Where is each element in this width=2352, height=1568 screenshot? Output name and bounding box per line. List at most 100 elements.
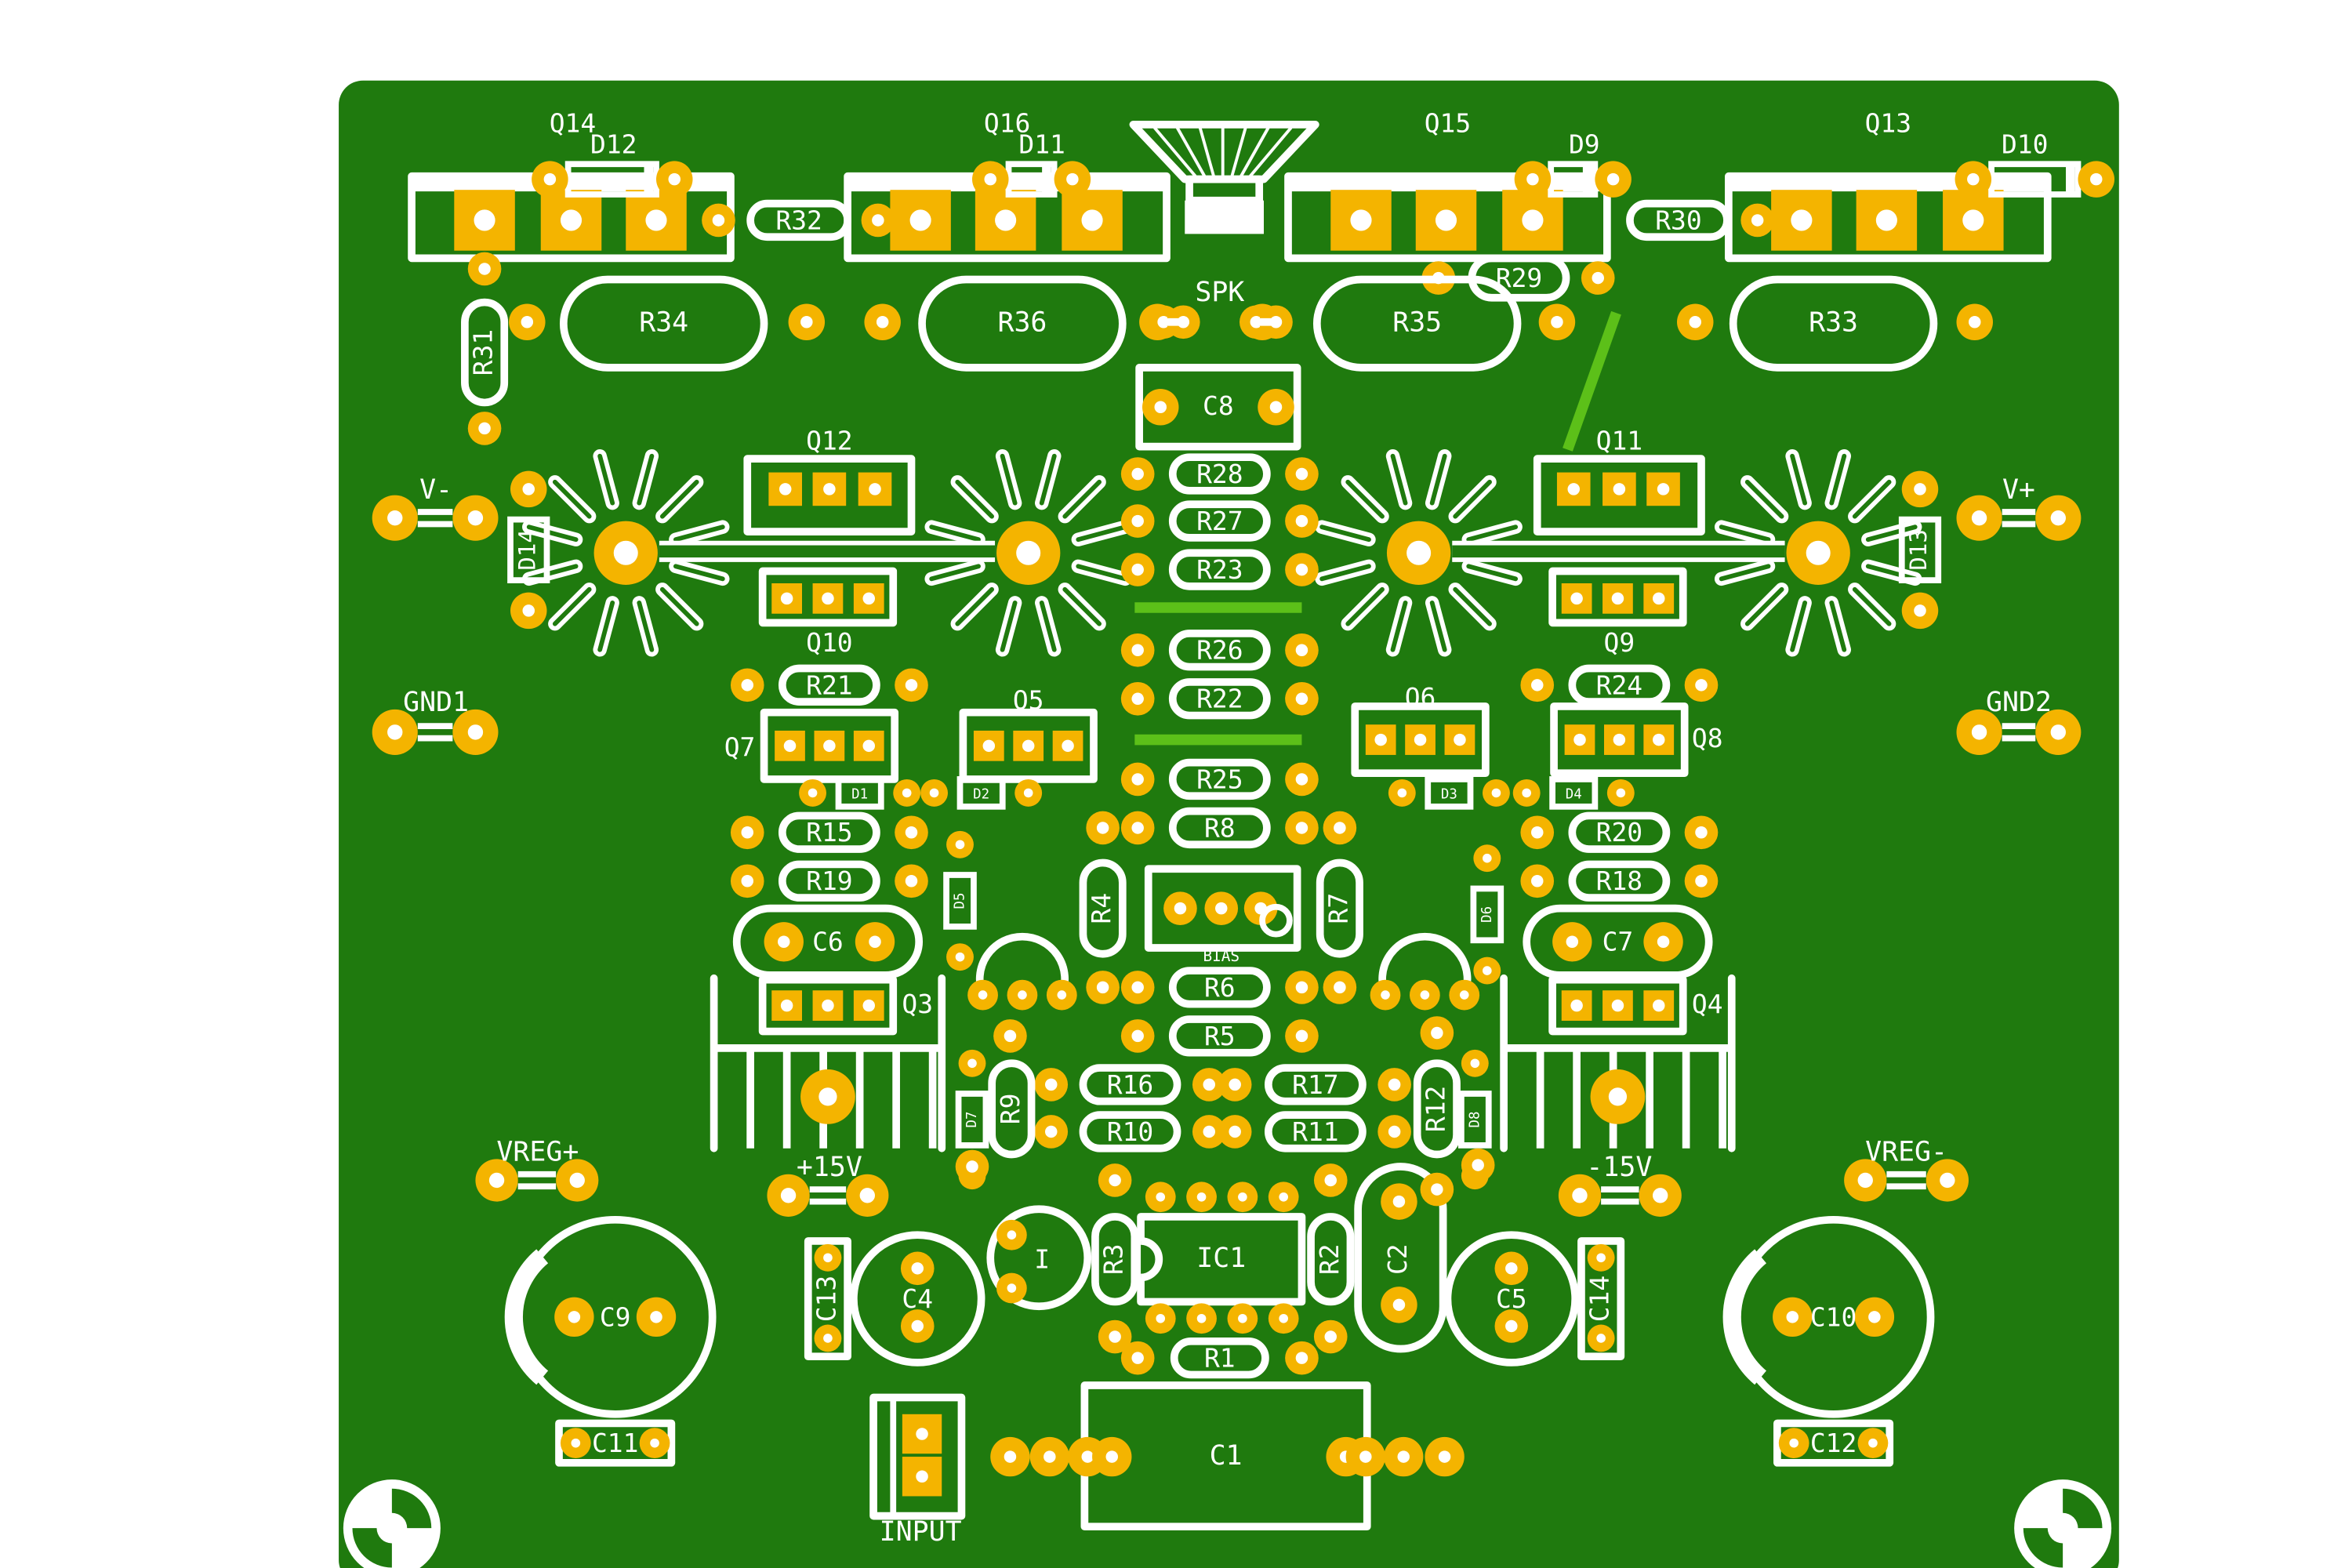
- drill-hole: [967, 1058, 977, 1069]
- drill-hole: [1324, 1330, 1338, 1343]
- resistor-outline: [1307, 1213, 1355, 1306]
- ref-label: D8: [1467, 1111, 1483, 1127]
- drill-hole: [1388, 1078, 1401, 1091]
- heatsink-fin-inner: [659, 586, 699, 626]
- drill-hole: [1491, 788, 1501, 798]
- heatsink-fin-inner: [1345, 479, 1385, 519]
- drill-hole: [1531, 679, 1544, 691]
- drill-hole: [488, 1172, 505, 1189]
- drill-hole: [1962, 209, 1984, 231]
- drill-hole: [571, 1438, 581, 1448]
- drill-hole: [1572, 1188, 1588, 1203]
- drill-hole: [1388, 1125, 1401, 1138]
- transistor-outline: [1351, 702, 1490, 778]
- drill-hole: [929, 788, 939, 798]
- ref-label: Q11: [1596, 425, 1642, 456]
- drill-hole: [1596, 1253, 1606, 1263]
- heatsink-fin-inner: [637, 453, 655, 506]
- drill-hole: [522, 604, 535, 617]
- connector-V+: V+: [1956, 474, 2082, 541]
- drill-hole: [1081, 1450, 1094, 1463]
- drill-hole: [650, 1311, 662, 1323]
- ref-label: Q16: [984, 107, 1030, 138]
- diode-outline: [956, 776, 1006, 810]
- drill-hole: [1689, 316, 1702, 328]
- speaker-base: [1185, 200, 1265, 234]
- ref-label: VREG+: [496, 1137, 579, 1168]
- drill-hole: [916, 1470, 928, 1483]
- drill-hole: [1295, 563, 1308, 576]
- ref-label: C9: [600, 1301, 631, 1332]
- ref-label: D12: [590, 129, 637, 160]
- drill-hole: [1023, 788, 1033, 798]
- heatsink-fin-inner: [1466, 564, 1519, 582]
- drill-hole: [1350, 209, 1372, 231]
- ref-label: R9: [995, 1094, 1025, 1125]
- diode-outline: [1549, 776, 1599, 810]
- drill-hole: [1295, 514, 1308, 528]
- drill-hole: [783, 739, 797, 753]
- resistor-outline: [1168, 967, 1271, 1008]
- drill-hole: [569, 1172, 585, 1189]
- ref-label: INPUT: [880, 1516, 962, 1548]
- drill-hole: [1044, 1450, 1056, 1463]
- drill-hole: [1397, 788, 1407, 798]
- capacitor-C8: C8: [1135, 364, 1301, 451]
- resistor-R4: R4: [1079, 858, 1127, 958]
- ref-label: R5: [1204, 1021, 1236, 1051]
- ref-label: -15V: [1586, 1152, 1652, 1183]
- drill-hole: [1295, 644, 1308, 657]
- drill-hole: [905, 826, 918, 839]
- drill-hole: [955, 952, 965, 962]
- drill-hole: [1657, 483, 1670, 495]
- heatsink-fin-inner: [929, 524, 981, 543]
- drill-hole: [1334, 822, 1346, 834]
- transistor-Q3: Q3: [758, 975, 933, 1124]
- drill-hole: [1431, 1183, 1443, 1196]
- drill-hole: [779, 483, 792, 495]
- diode-D4: D4: [1512, 776, 1635, 810]
- drill-hole: [1057, 990, 1067, 1000]
- drill-hole: [1397, 1450, 1410, 1463]
- resistor-outline: [1729, 275, 1938, 372]
- resistor-outline: [1168, 807, 1271, 849]
- heatsink-fin-inner: [1852, 479, 1892, 519]
- drill-hole: [911, 1262, 924, 1275]
- drill-hole: [1695, 679, 1708, 691]
- drill-hole: [1295, 1352, 1308, 1364]
- drill-hole: [955, 840, 965, 850]
- drill-hole: [1567, 483, 1581, 495]
- drill-hole: [1914, 604, 1926, 617]
- drill-hole: [1606, 172, 1620, 186]
- drill-hole: [560, 209, 583, 231]
- resistor-outline: [778, 811, 880, 853]
- drill-hole: [1406, 540, 1432, 565]
- resistor-outline: [1312, 275, 1522, 372]
- drill-hole: [1334, 981, 1346, 994]
- resistor-outline: [1170, 1337, 1269, 1379]
- transistor-Q8: Q8: [1550, 702, 1723, 778]
- connector-GND2: GND2: [1956, 687, 2082, 755]
- drill-hole: [984, 172, 997, 186]
- transistor-Q9: Q9: [1548, 567, 1687, 658]
- drill-hole: [876, 316, 889, 328]
- heatsink-fin-inner: [1062, 479, 1102, 519]
- capacitor-C2: C2: [1354, 1163, 1447, 1353]
- drill-hole: [1969, 316, 1981, 328]
- power-resistor-R34: R34: [509, 275, 826, 372]
- heatsink-fin-inner: [1719, 524, 1771, 543]
- ref-label: C12: [1810, 1428, 1857, 1458]
- heatsink-fin-inner: [955, 586, 995, 626]
- resistor-R1: R1: [1120, 1337, 1319, 1379]
- heatsink-fin-inner: [1865, 524, 1918, 543]
- capacitor-C10: C10: [1722, 1215, 1935, 1418]
- resistor-outline: [918, 275, 1127, 372]
- resistor-R22: R22: [1120, 678, 1319, 720]
- connector-outline: [869, 1393, 966, 1520]
- ref-label: Q15: [1425, 107, 1471, 138]
- heatsink-fin-inner: [637, 600, 655, 652]
- resistor-outline: [1264, 1111, 1367, 1152]
- drill-hole: [1435, 209, 1457, 231]
